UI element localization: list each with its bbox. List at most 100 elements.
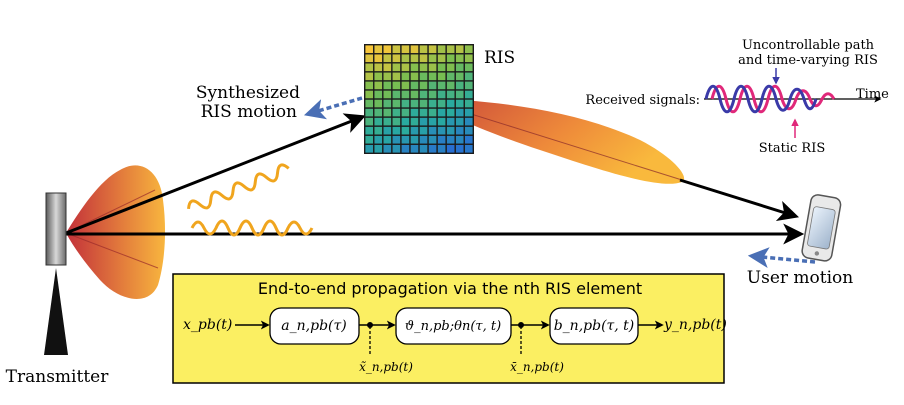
- ris-element-cell: [401, 108, 410, 117]
- ris-element-cell: [446, 45, 455, 54]
- ris-element-cell: [401, 126, 410, 135]
- ris-element-cell: [410, 90, 419, 99]
- ris-reflected-beam: [420, 98, 685, 184]
- ris-element-cell: [365, 108, 374, 117]
- ris-element-cell: [410, 126, 419, 135]
- ris-element-cell: [401, 90, 410, 99]
- ris-element-cell: [464, 135, 473, 144]
- ris-element-cell: [464, 45, 473, 54]
- ris-element-cell: [410, 63, 419, 72]
- ris-element-cell: [419, 45, 428, 54]
- ris-element-cell: [428, 63, 437, 72]
- ris-element-cell: [437, 135, 446, 144]
- ris-element-cell: [437, 144, 446, 153]
- ris-element-cell: [365, 117, 374, 126]
- ris-element-cell: [374, 126, 383, 135]
- ris-element-cell: [365, 135, 374, 144]
- ris-element-cell: [428, 108, 437, 117]
- ris-element-cell: [365, 81, 374, 90]
- ris-element-cell: [446, 54, 455, 63]
- ris-element-cell: [374, 108, 383, 117]
- user-motion-arrow: [747, 247, 816, 269]
- block-b-label: b_n,pb(τ, t): [554, 318, 635, 334]
- ris-element-cell: [455, 99, 464, 108]
- synth-label-line1: Synthesized: [196, 83, 300, 103]
- ris-element-cell: [365, 144, 374, 153]
- ris-element-cell: [374, 45, 383, 54]
- ris-element-cell: [374, 81, 383, 90]
- ris-element-cell: [392, 99, 401, 108]
- ris-element-cell: [428, 90, 437, 99]
- ris-element-cell: [374, 72, 383, 81]
- ris-element-cell: [392, 117, 401, 126]
- ris-element-cell: [374, 144, 383, 153]
- ris-element-cell: [455, 81, 464, 90]
- ris-element-cell: [464, 54, 473, 63]
- ris-element-cell: [419, 72, 428, 81]
- ris-label: RIS: [484, 48, 515, 68]
- ris-element-cell: [428, 54, 437, 63]
- ris-element-cell: [464, 144, 473, 153]
- ris-element-cell: [437, 45, 446, 54]
- ris-element-cell: [464, 126, 473, 135]
- ris-element-cell: [428, 72, 437, 81]
- ris-element-cell: [419, 108, 428, 117]
- ris-element-cell: [365, 99, 374, 108]
- ris-element-cell: [464, 90, 473, 99]
- ris-element-cell: [401, 63, 410, 72]
- ris-element-cell: [383, 72, 392, 81]
- ris-panel-icon: [364, 44, 474, 154]
- ris-element-cell: [428, 99, 437, 108]
- ris-element-cell: [365, 54, 374, 63]
- ris-element-cell: [437, 108, 446, 117]
- synth-motion-arrow: [303, 96, 363, 120]
- ris-element-cell: [419, 90, 428, 99]
- static-ris-label: Static RIS: [759, 141, 826, 156]
- ris-element-cell: [401, 54, 410, 63]
- user-motion-label: User motion: [747, 268, 854, 288]
- ris-element-cell: [383, 117, 392, 126]
- ris-element-cell: [374, 54, 383, 63]
- ris-element-cell: [455, 144, 464, 153]
- uncontrollable-line1: Uncontrollable path: [742, 38, 875, 53]
- ris-element-cell: [428, 81, 437, 90]
- ris-element-cell: [446, 72, 455, 81]
- ris-element-cell: [419, 99, 428, 108]
- ris-element-cell: [383, 144, 392, 153]
- blue-signal: [704, 84, 818, 114]
- ris-element-cell: [410, 54, 419, 63]
- ris-element-cell: [383, 108, 392, 117]
- ris-element-cell: [446, 81, 455, 90]
- ris-element-cell: [365, 90, 374, 99]
- ris-element-cell: [392, 54, 401, 63]
- ris-element-cell: [392, 126, 401, 135]
- ris-element-cell: [446, 90, 455, 99]
- ris-element-cell: [464, 108, 473, 117]
- ris-element-cell: [446, 63, 455, 72]
- ris-element-cell: [455, 63, 464, 72]
- ris-element-cell: [383, 90, 392, 99]
- ris-element-cell: [419, 54, 428, 63]
- ris-element-cell: [437, 90, 446, 99]
- ris-element-cell: [437, 72, 446, 81]
- wave-on-direct-path: [190, 219, 314, 237]
- ris-element-cell: [446, 117, 455, 126]
- ris-element-cell: [401, 72, 410, 81]
- ris-element-cell: [410, 72, 419, 81]
- ris-element-cell: [374, 90, 383, 99]
- ris-element-cell: [392, 63, 401, 72]
- ris-element-cell: [410, 108, 419, 117]
- synth-label-line2: RIS motion: [201, 102, 297, 122]
- ris-element-cell: [455, 108, 464, 117]
- ris-element-cell: [365, 126, 374, 135]
- ris-element-cell: [392, 108, 401, 117]
- ris-element-cell: [419, 81, 428, 90]
- ris-element-cell: [401, 117, 410, 126]
- ris-to-user-path: [679, 178, 800, 222]
- ris-element-cell: [410, 99, 419, 108]
- input-signal: x_pb(t): [183, 317, 232, 333]
- ris-element-cell: [419, 144, 428, 153]
- ris-element-cell: [419, 135, 428, 144]
- ris-element-cell: [446, 144, 455, 153]
